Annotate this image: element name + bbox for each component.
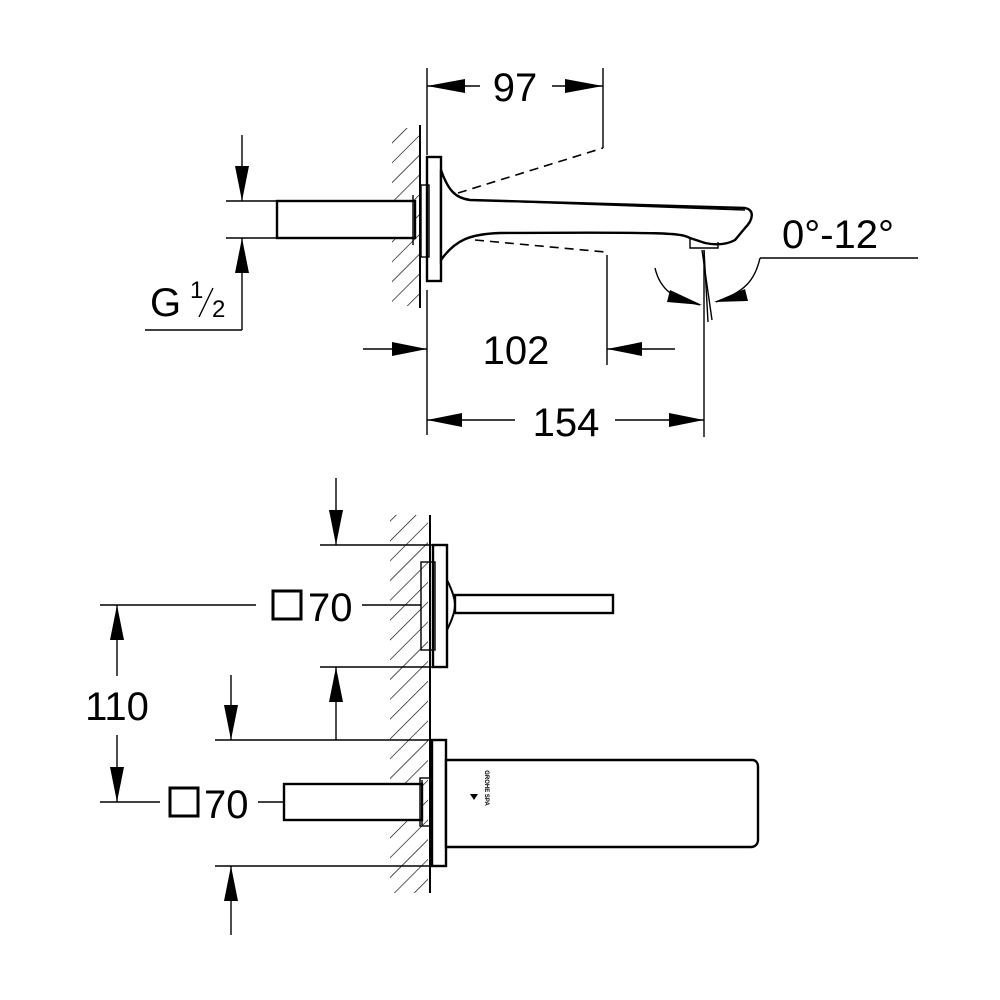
- dim-lower-rosette: 70: [168, 675, 432, 935]
- handle-lever: [453, 593, 615, 615]
- spout-front: [444, 758, 760, 849]
- dim-70-lower: 70: [204, 783, 249, 827]
- dim-102-label: 102: [483, 329, 550, 373]
- thread-numerator: 1: [190, 277, 203, 304]
- dim-110: 110: [85, 604, 256, 803]
- dim-154-label: 154: [533, 401, 600, 445]
- dim-angle: 0°-12°: [654, 213, 918, 323]
- dim-97-label: 97: [493, 66, 538, 110]
- thread-denominator: 2: [212, 296, 225, 323]
- dim-upper-rosette: 70: [271, 478, 433, 740]
- brand-logo: GROHE SPA: [483, 770, 489, 806]
- handle-rosette: [420, 543, 615, 669]
- dim-thread: G 1 2: [145, 135, 277, 331]
- pipe-connector: [275, 199, 417, 240]
- dim-110-label: 110: [85, 685, 149, 729]
- dim-102: 102: [363, 255, 675, 435]
- side-view: 97 102 154: [145, 66, 918, 445]
- front-view: GROHE SPA 70 70: [85, 478, 760, 935]
- dim-angle-label: 0°-12°: [782, 213, 894, 257]
- wall-hatching-bottom: [390, 515, 431, 893]
- dim-154: 154: [427, 250, 705, 445]
- spout-rosette: GROHE SPA: [282, 738, 760, 868]
- dim-70-upper: 70: [308, 586, 353, 630]
- thread-prefix: G: [150, 281, 181, 325]
- dim-97: 97: [426, 66, 604, 155]
